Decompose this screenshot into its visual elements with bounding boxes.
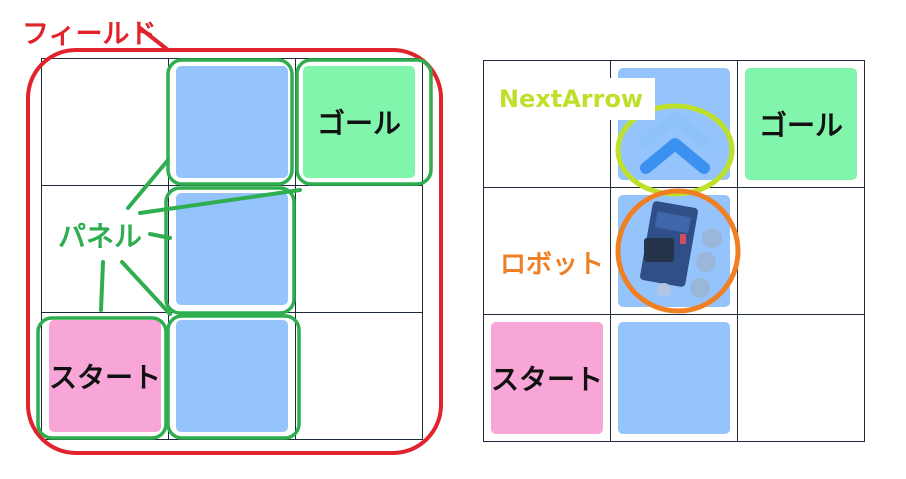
panel-tile xyxy=(618,322,730,434)
panel-outline xyxy=(166,58,294,186)
robot-outline xyxy=(615,188,741,314)
right-field-grid: ゴール スタート xyxy=(483,60,865,442)
robot-icon xyxy=(640,201,722,298)
goal-tile: ゴール xyxy=(303,66,415,178)
panel-outline xyxy=(166,314,301,440)
goal-label: ゴール xyxy=(758,109,843,142)
start-tile: スタート xyxy=(491,322,603,434)
start-tile: スタート xyxy=(49,320,161,432)
panel-label-leaders xyxy=(99,158,302,316)
grid-cell xyxy=(296,186,423,313)
grid-cell: ゴール xyxy=(738,61,865,188)
start-outline xyxy=(36,316,168,440)
grid-cell xyxy=(169,59,296,186)
grid-cell xyxy=(484,188,611,315)
panel-label: パネル xyxy=(58,220,143,253)
grid-cell xyxy=(738,315,865,442)
field-label: フィールド xyxy=(22,19,157,50)
grid-cell xyxy=(169,313,296,440)
grid-cell xyxy=(484,61,611,188)
panel-tile xyxy=(176,66,288,178)
grid-cell: スタート xyxy=(484,315,611,442)
grid-cell xyxy=(296,313,423,440)
panel-tile xyxy=(176,320,288,432)
grid-cell: スタート xyxy=(42,313,169,440)
grid-cell xyxy=(738,188,865,315)
grid-cell xyxy=(611,315,738,442)
field-label-leader xyxy=(138,26,170,52)
grid-cell xyxy=(42,186,169,313)
panel-tile xyxy=(176,193,288,305)
goal-label: ゴール xyxy=(316,107,401,140)
next-arrow-label: NextArrow xyxy=(487,78,655,120)
start-label: スタート xyxy=(491,363,604,396)
robot-label: ロボット xyxy=(500,250,605,280)
goal-tile: ゴール xyxy=(745,68,857,180)
start-label: スタート xyxy=(49,361,162,394)
panel-outline xyxy=(164,186,296,315)
goal-outline xyxy=(295,58,433,186)
next-arrow-icon xyxy=(640,112,710,174)
field-outline xyxy=(26,48,443,455)
grid-cell: ゴール xyxy=(296,59,423,186)
next-arrow-outline xyxy=(615,103,735,197)
